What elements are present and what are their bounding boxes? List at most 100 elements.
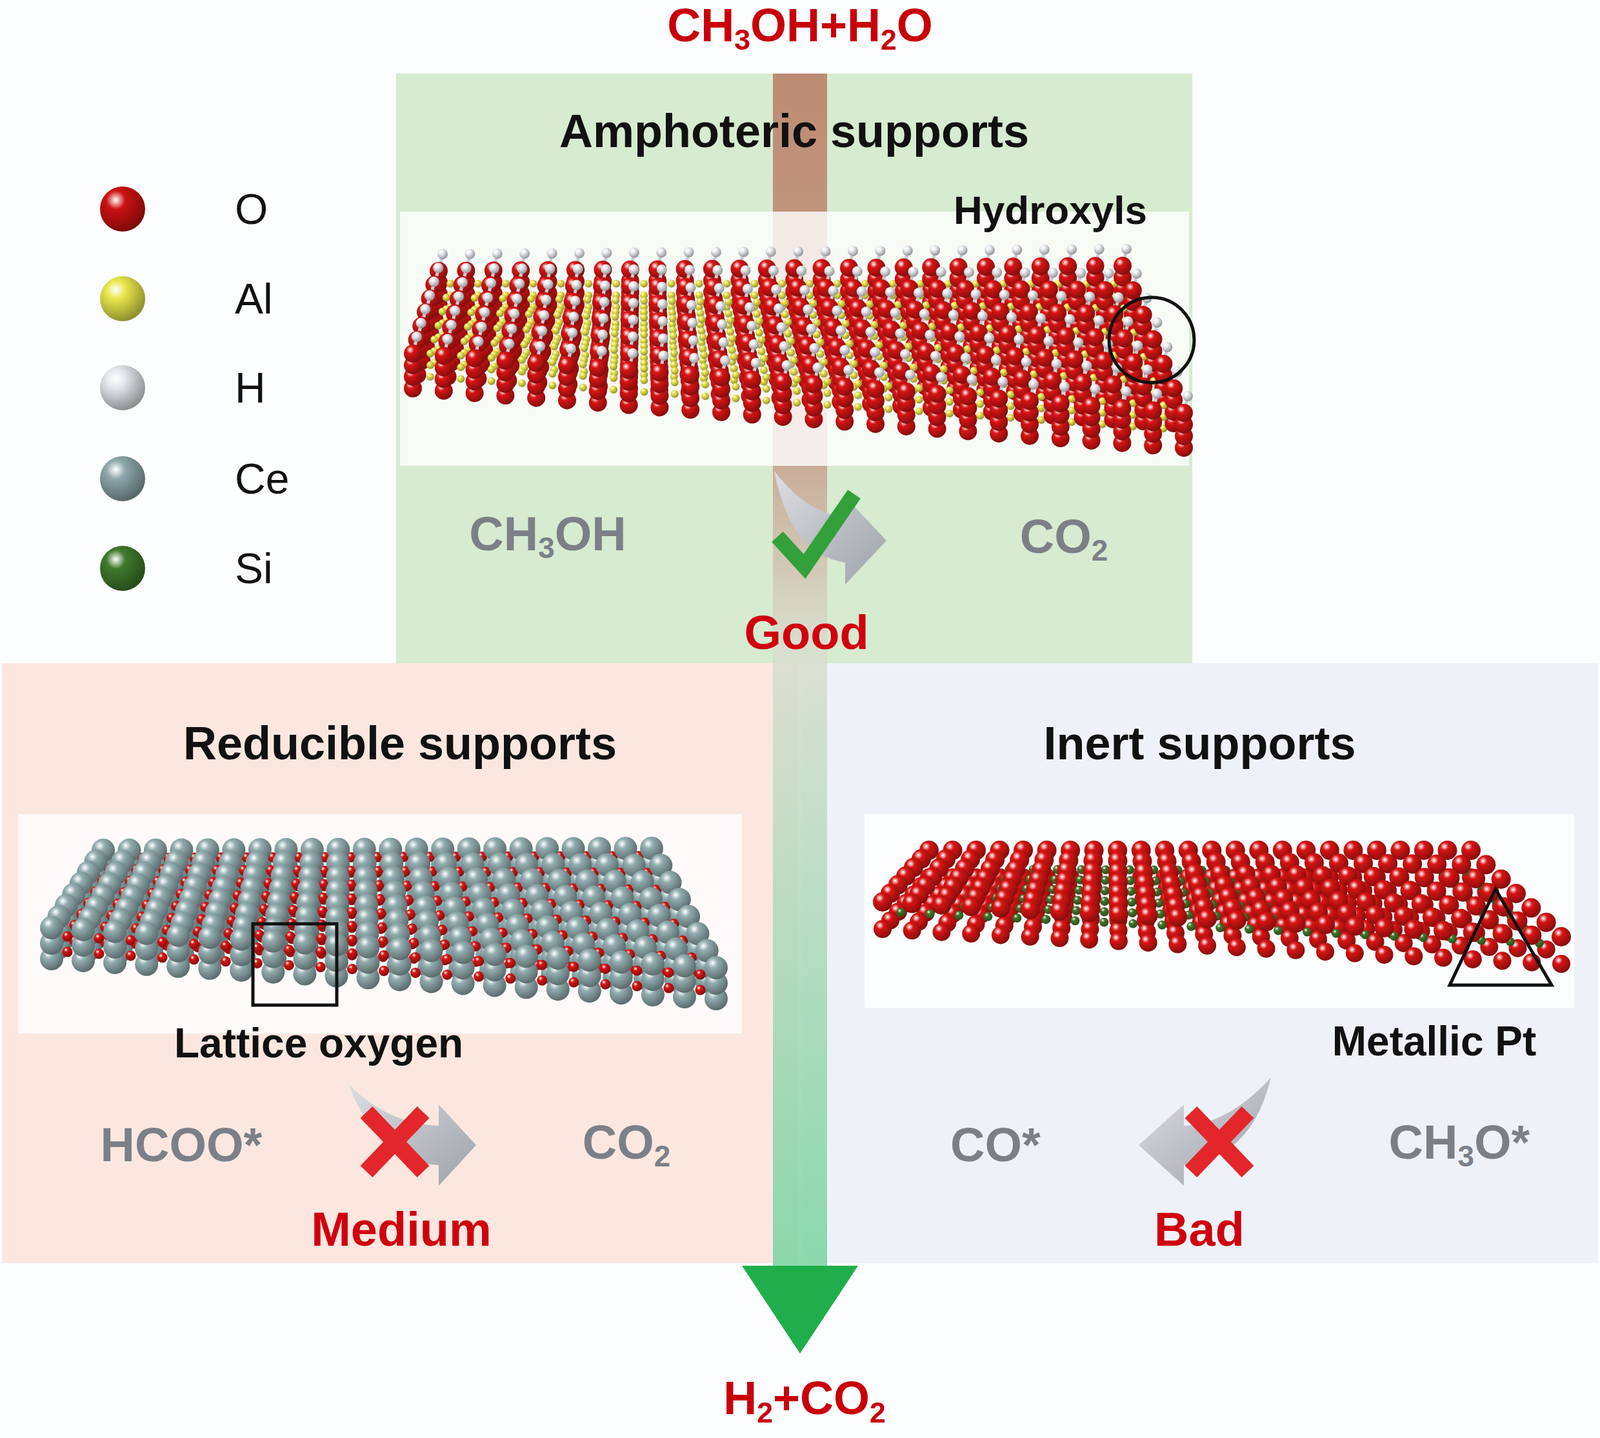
aluminum-atom	[640, 376, 648, 384]
hydrogen-atom	[1064, 314, 1075, 325]
oxygen-atom	[1035, 349, 1054, 368]
aluminum-atom	[670, 390, 679, 399]
lattice-oxygen-atom	[568, 977, 579, 988]
aluminum-atom	[760, 366, 768, 375]
hydrogen-atom	[1151, 388, 1162, 399]
lattice-oxygen-atom	[441, 969, 453, 980]
hydrogen-atom	[716, 319, 728, 330]
oxygen-atom	[592, 276, 611, 295]
aluminum-atom	[762, 385, 771, 393]
hydrogen-atom	[1075, 267, 1086, 279]
oxygen-atom	[1143, 401, 1162, 420]
oxygen-atom	[835, 378, 854, 397]
oxygen-atom	[591, 309, 610, 328]
aluminum-atom	[728, 346, 737, 355]
lattice-oxygen-atom	[62, 946, 73, 957]
hydrogen-atom	[657, 316, 668, 327]
aluminum-atom	[611, 312, 620, 321]
oxygen-atom	[620, 310, 639, 330]
aluminum-atom	[884, 393, 893, 402]
aluminum-atom	[438, 307, 447, 316]
oxygen-atom	[496, 351, 515, 370]
aluminum-atom	[940, 365, 948, 373]
hydrogen-atom	[1043, 336, 1054, 347]
hydrogen-atom	[835, 325, 846, 336]
oxygen-atom	[1096, 281, 1115, 300]
aluminum-atom	[792, 375, 801, 384]
aluminum-atom	[612, 280, 620, 288]
text-run: Inert supports	[1043, 717, 1356, 770]
hydrogen-atom	[776, 321, 787, 333]
oxygen-atom	[989, 389, 1008, 408]
hydrogen-atom	[1072, 337, 1084, 348]
aluminum-atom	[430, 335, 439, 344]
hydrogen-atom	[598, 312, 609, 324]
aluminum-atom	[732, 370, 740, 379]
hydrogen-atom	[509, 308, 520, 319]
hydrogen-atom	[511, 293, 522, 304]
hydrogen-atom	[799, 285, 810, 296]
aluminum-atom	[1007, 390, 1015, 399]
lattice-oxygen-atom	[283, 960, 295, 971]
oxygen-atom	[1174, 403, 1193, 422]
hydrogen-atom	[768, 265, 779, 276]
aluminum-atom	[552, 327, 560, 335]
hydrogen-atom	[686, 300, 697, 311]
aluminum-atom	[529, 280, 538, 288]
hydrogen-atom	[852, 266, 863, 277]
oxygen-atom	[1082, 396, 1101, 415]
hydrogen-atom	[600, 280, 611, 291]
hydrogen-atom	[802, 304, 813, 315]
oxygen-atom	[1056, 327, 1075, 346]
hydrogen-atom	[658, 333, 669, 344]
aluminum-atom	[757, 347, 766, 356]
aluminum-atom	[456, 374, 465, 383]
hydrogen-atom	[954, 331, 965, 342]
aluminum-atom	[640, 313, 648, 322]
aluminum-atom	[496, 309, 504, 318]
aluminum-atom	[698, 333, 707, 342]
oxygen-atom	[804, 375, 823, 394]
hydrogen-atom	[687, 317, 698, 328]
oxygen-atom	[897, 382, 916, 401]
aluminum-atom	[518, 356, 526, 364]
hydrogen-atom	[812, 362, 823, 373]
hydrogen-atom	[874, 367, 885, 378]
hydrogen-atom	[600, 263, 611, 275]
oxygen-atom	[590, 325, 609, 344]
hydrogen-atom	[1039, 244, 1050, 255]
aluminum-atom	[783, 329, 792, 338]
hydrogen-atom	[861, 306, 872, 317]
oxygen-atom	[1085, 328, 1104, 347]
aluminum-atom	[470, 294, 479, 302]
hydrogen-atom	[839, 345, 850, 356]
hydrogen-atom	[570, 295, 581, 306]
lattice-oxygen-atom	[94, 948, 105, 959]
hydrogen-atom	[503, 338, 515, 350]
hydrogen-atom	[970, 289, 981, 300]
oxygen-atom	[1164, 379, 1183, 398]
aluminum-atom	[522, 325, 531, 334]
aluminum-atom	[762, 373, 771, 382]
aluminum-atom	[670, 378, 679, 387]
hydrogen-atom	[574, 247, 585, 259]
oxygen-atom	[1144, 330, 1163, 349]
slab-band	[18, 814, 742, 1034]
oxygen-atom	[743, 370, 762, 389]
aluminum-atom	[640, 387, 648, 396]
hydrogen-atom	[627, 348, 639, 359]
aluminum-atom	[724, 298, 733, 306]
oxygen-atom	[774, 372, 793, 391]
aluminum-atom	[525, 310, 533, 319]
oxygen-atom	[1040, 280, 1059, 299]
hydrogen-atom	[924, 329, 935, 340]
hydrogen-atom	[1090, 383, 1101, 395]
aluminum-atom	[969, 367, 978, 375]
lattice-oxygen-atom	[315, 961, 326, 973]
hydrogen-atom	[596, 345, 608, 357]
aluminum-atom	[915, 407, 924, 416]
oxygen-atom	[621, 260, 640, 279]
aluminum-atom	[487, 377, 496, 386]
aluminum-atom	[976, 411, 984, 420]
hydrogen-atom	[568, 311, 579, 322]
